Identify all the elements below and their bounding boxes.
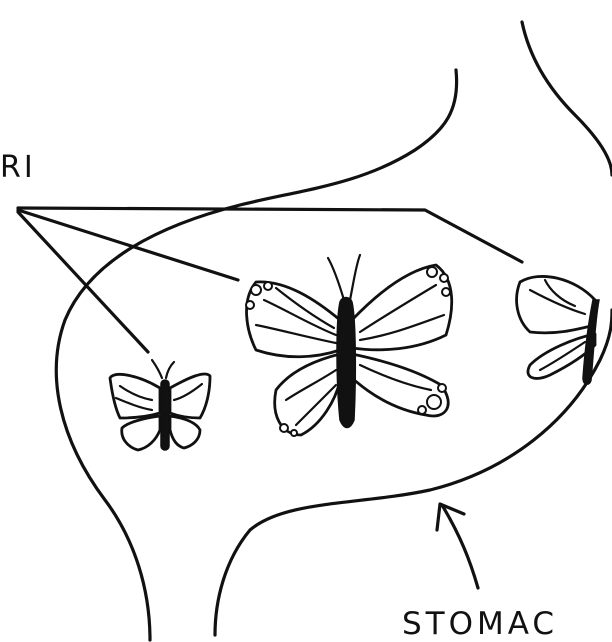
stomach-right-line <box>522 22 612 175</box>
stomach-label: STOMAC <box>402 609 558 639</box>
butterfly-icon <box>246 255 452 436</box>
butterfly-icon <box>110 360 210 450</box>
pointer-line-left <box>18 212 148 352</box>
stomach-outer-line <box>56 70 456 640</box>
top-label: RI <box>0 153 36 183</box>
butterfly-icon <box>517 276 599 384</box>
arrow-icon <box>437 504 478 588</box>
pointer-line-middle <box>18 210 238 280</box>
